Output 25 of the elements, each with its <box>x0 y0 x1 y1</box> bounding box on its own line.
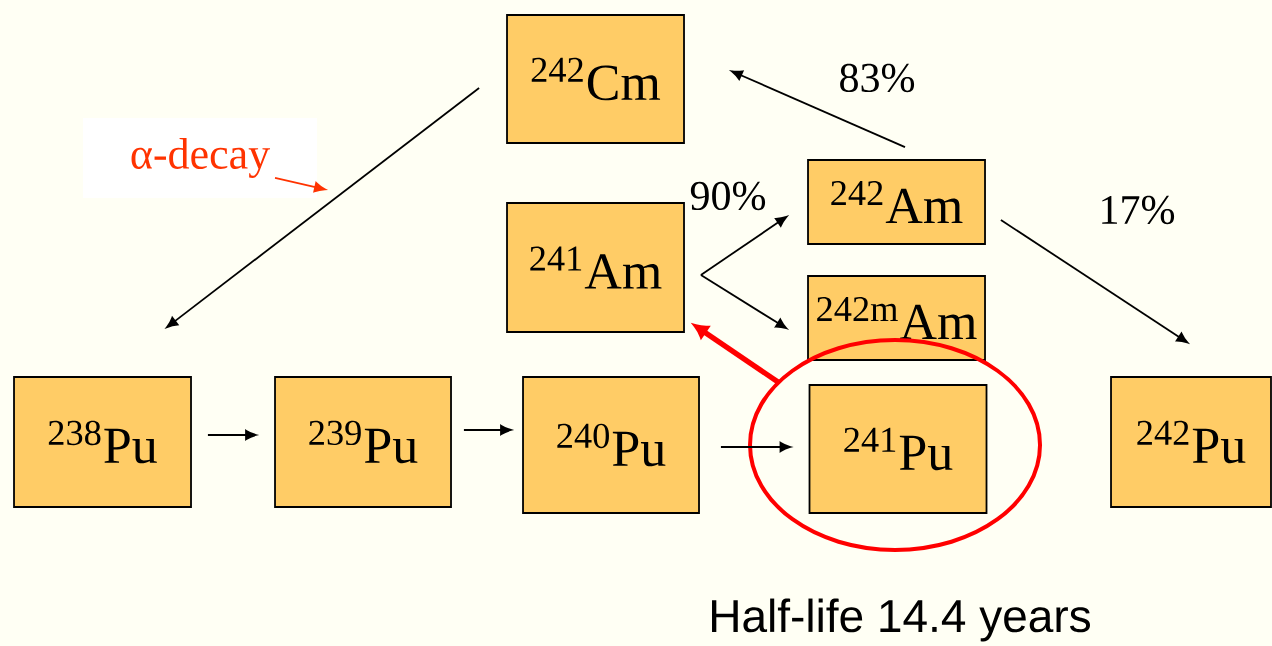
isotope-box: $^{240}$Pu <box>522 376 700 514</box>
arrow <box>731 70 906 148</box>
highlight-ellipse <box>748 338 1042 552</box>
isotope-box: $^{242m}$Am <box>807 275 986 361</box>
isotope-box: $^{238}$Pu <box>13 376 192 508</box>
arrow <box>693 324 780 385</box>
edge-label: 83% <box>836 61 918 95</box>
arrow <box>700 215 788 276</box>
arrow <box>463 424 512 436</box>
arrow <box>166 87 480 328</box>
isotope-box: $^{241}$Am <box>506 202 685 333</box>
edge-label: 17% <box>1096 193 1178 227</box>
leader-arrow <box>274 177 326 193</box>
isotope-box: $^{239}$Pu <box>274 376 452 508</box>
annotation-text: α-decay <box>83 118 317 198</box>
caption-text: Half-life 14.4 years <box>712 598 1090 642</box>
isotope-box: $^{242}$Cm <box>506 14 685 144</box>
edge-label: 90% <box>687 179 769 213</box>
arrow <box>207 429 257 441</box>
isotope-box: $^{242}$Am <box>807 159 986 245</box>
arrow <box>1000 219 1189 344</box>
isotope-box: $^{241}$Pu <box>808 384 988 514</box>
arrow <box>720 441 792 453</box>
arrow <box>700 274 788 330</box>
isotope-box: $^{242}$Pu <box>1110 376 1272 508</box>
